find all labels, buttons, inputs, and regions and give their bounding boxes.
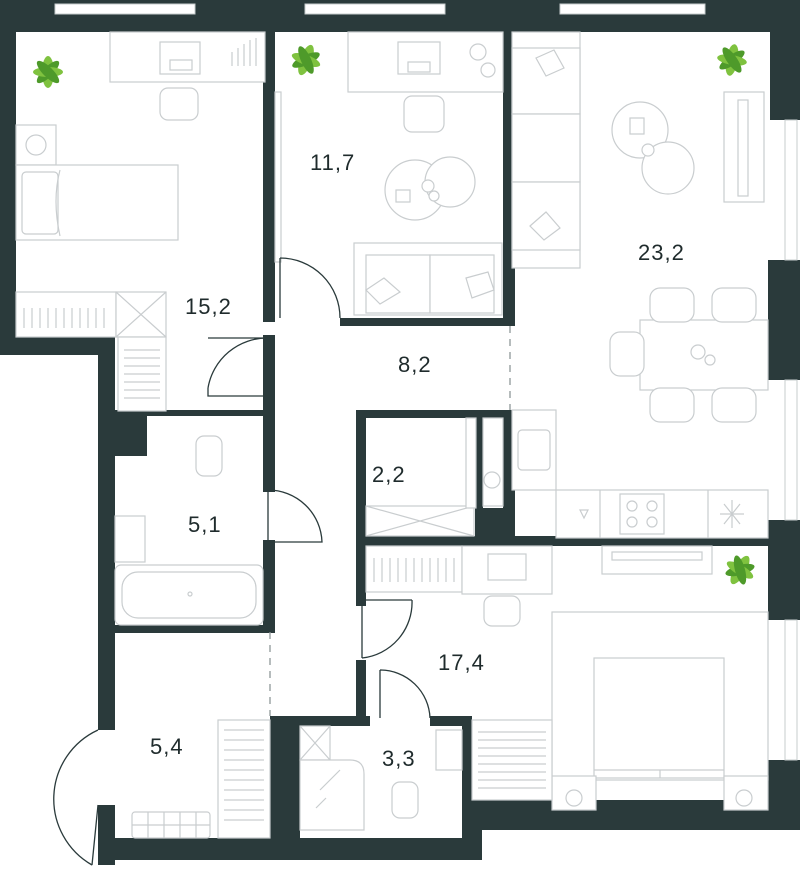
room-area-storage: 2,2 bbox=[372, 462, 406, 487]
door-swings bbox=[53, 257, 431, 866]
shower-tray bbox=[299, 759, 365, 831]
door-swing-icon bbox=[207, 337, 269, 397]
door-swing-icon bbox=[379, 669, 431, 719]
chair-icon bbox=[403, 95, 445, 133]
room-area-bedroom-master: 17,4 bbox=[438, 650, 485, 675]
chair-icon bbox=[711, 387, 757, 423]
sink-icon bbox=[517, 429, 551, 471]
door-swing-icon bbox=[279, 257, 341, 319]
room-area-bedroom-left: 15,2 bbox=[185, 294, 232, 319]
room-area-living-kitchen: 23,2 bbox=[638, 240, 685, 265]
plant-icon bbox=[725, 555, 755, 585]
chair-icon bbox=[159, 87, 199, 121]
room-area-shower-room: 3,3 bbox=[382, 746, 416, 771]
stove-icon bbox=[619, 493, 665, 535]
sink-icon bbox=[114, 515, 146, 563]
living-kitchen-furniture bbox=[511, 31, 769, 539]
entrance-door bbox=[53, 729, 99, 866]
storage-furniture bbox=[365, 417, 504, 537]
toilet-icon bbox=[195, 435, 223, 477]
bedroom-middle-furniture bbox=[274, 31, 504, 316]
room-area-entry-hall: 5,4 bbox=[150, 734, 184, 759]
door-swing-icon bbox=[361, 599, 413, 659]
plant-icon bbox=[33, 56, 63, 88]
plant-icon bbox=[717, 44, 747, 76]
chair-icon bbox=[649, 287, 695, 323]
chair-icon bbox=[609, 331, 645, 377]
plants bbox=[33, 44, 755, 585]
shower-furniture bbox=[299, 725, 463, 831]
bathroom-furniture bbox=[114, 435, 264, 626]
room-area-bedroom-middle: 11,7 bbox=[310, 150, 355, 175]
washing-machine bbox=[482, 417, 504, 507]
area-labels: 15,2 11,7 23,2 8,2 2,2 5,1 17,4 5,4 3,3 bbox=[150, 150, 685, 771]
chair-icon bbox=[711, 287, 757, 323]
windows bbox=[54, 3, 798, 761]
chair-icon bbox=[649, 387, 695, 423]
boundaries bbox=[269, 326, 511, 716]
entry-furniture bbox=[131, 719, 271, 839]
wardrobe-icon bbox=[15, 291, 117, 338]
toilet-icon bbox=[391, 781, 419, 819]
bedroom-left-furniture bbox=[15, 31, 266, 412]
sink-icon bbox=[435, 729, 463, 771]
plant-icon bbox=[291, 44, 321, 76]
room-area-hallway: 8,2 bbox=[398, 352, 432, 377]
chair-icon bbox=[483, 595, 521, 627]
bedroom-master-furniture bbox=[365, 545, 769, 811]
room-area-bathroom: 5,1 bbox=[188, 512, 222, 537]
door-swing-icon bbox=[267, 489, 323, 543]
